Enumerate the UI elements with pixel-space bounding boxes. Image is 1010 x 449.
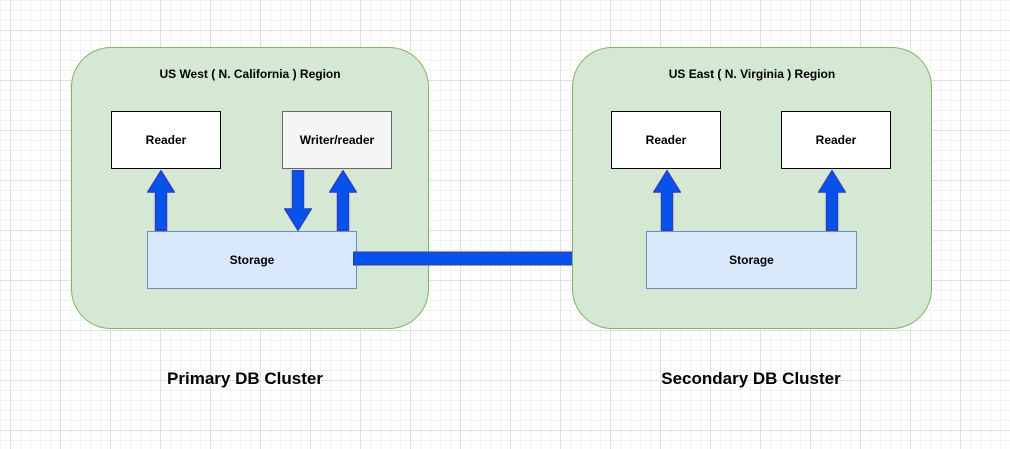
arrow-writer-to-storage-icon [284, 170, 312, 231]
secondary-reader1-node: Reader [611, 111, 721, 169]
arrow-storage-to-reader2-icon [818, 170, 846, 231]
primary-region: US West ( N. California ) Region Reader … [71, 47, 429, 329]
secondary-storage-node: Storage [646, 231, 857, 289]
primary-reader-node: Reader [111, 111, 221, 169]
arrow-storage-to-writer-icon [329, 170, 357, 231]
secondary-cluster-caption: Secondary DB Cluster [661, 369, 841, 388]
secondary-reader2-node: Reader [781, 111, 891, 169]
primary-region-title: US West ( N. California ) Region [159, 67, 341, 81]
primary-cluster-caption: Primary DB Cluster [167, 369, 323, 388]
arrow-storage-to-reader1-icon [653, 170, 681, 231]
primary-storage-node: Storage [147, 231, 357, 289]
secondary-region: US East ( N. Virginia ) Region Reader Re… [572, 47, 932, 329]
primary-writer-reader-node: Writer/reader [282, 111, 392, 169]
secondary-region-title: US East ( N. Virginia ) Region [668, 67, 836, 81]
arrow-storage-to-reader-icon [147, 170, 175, 231]
